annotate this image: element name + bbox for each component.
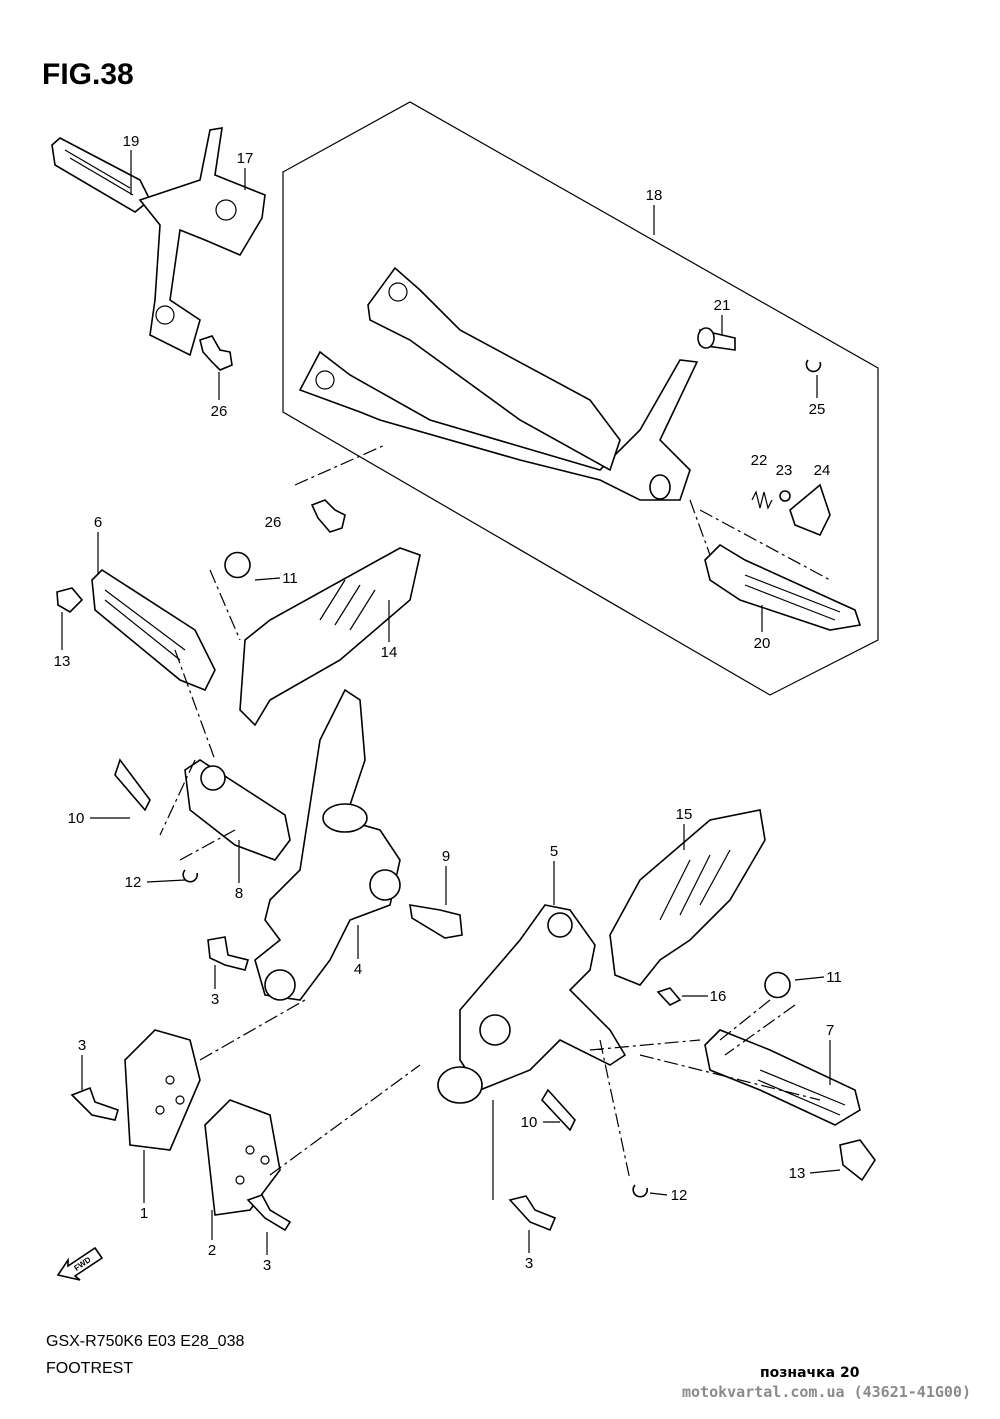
part-16-screw: [656, 987, 682, 1006]
callout-13: 13: [54, 653, 71, 670]
part-8-holder: [184, 759, 291, 861]
callout-10: 10: [521, 1114, 538, 1131]
callout-11: 11: [282, 570, 298, 587]
part-18-bracket: [298, 266, 699, 501]
part-11-spring: [764, 971, 791, 999]
part-22-spring: [751, 490, 773, 510]
callout-25: 25: [809, 401, 826, 418]
callout-22: 22: [751, 452, 768, 469]
part-4-bracket: [254, 688, 401, 1001]
leader-lines: [61, 150, 841, 1255]
callout-10: 10: [68, 810, 85, 827]
part-12-clip: [182, 869, 198, 883]
callout-8: 8: [235, 885, 243, 902]
part-24-plate: [789, 483, 831, 537]
callout-17: 17: [237, 150, 254, 167]
callout-5: 5: [550, 843, 558, 860]
part-20-footpeg: [704, 543, 862, 631]
callout-23: 23: [776, 462, 793, 479]
part-23-ball: [779, 490, 791, 502]
part-7-footpeg: [704, 1029, 861, 1126]
part-13-bolt: [56, 587, 84, 614]
assembly-frame-18: [282, 101, 879, 696]
fwd-arrow-icon: FWD: [56, 1246, 104, 1281]
model-code: GSX-R750K6 E03 E28_038: [46, 1333, 245, 1350]
part-11-spring: [224, 551, 251, 579]
part-14-heel-guard: [239, 547, 421, 727]
part-5-bracket: [437, 904, 627, 1104]
part-2-plate: [204, 1099, 281, 1216]
part-26-bolt: [310, 499, 346, 533]
callout-15: 15: [676, 806, 693, 823]
part-10-pin: [114, 758, 151, 812]
callout-14: 14: [381, 644, 398, 661]
callout-9: 9: [442, 848, 450, 865]
callout-19: 19: [123, 133, 140, 150]
callout-24: 24: [814, 462, 831, 479]
callout-11: 11: [826, 969, 842, 986]
callout-7: 7: [826, 1022, 834, 1039]
part-17-bracket: [138, 127, 266, 357]
callout-13: 13: [789, 1165, 806, 1182]
part-3-bolt: [207, 936, 250, 971]
part-13-bolt: [839, 1139, 876, 1182]
callout-3: 3: [211, 991, 219, 1008]
part-3-bolt: [508, 1195, 557, 1232]
part-25-clip: [805, 359, 822, 373]
watermark: motokvartal.com.ua (43621-41G00): [682, 1383, 971, 1401]
callout-2: 2: [208, 1242, 216, 1259]
callout-3: 3: [78, 1037, 86, 1054]
callout-3: 3: [263, 1257, 271, 1274]
callout-16: 16: [710, 988, 727, 1005]
part-12-clip: [632, 1184, 648, 1198]
callout-20: 20: [754, 635, 771, 652]
part-15-heel-guard: [609, 809, 766, 986]
callout-18: 18: [646, 187, 663, 204]
callout-21: 21: [714, 297, 731, 314]
callout-26: 26: [211, 403, 228, 420]
callout-4: 4: [354, 961, 362, 978]
callout-12: 12: [125, 874, 142, 891]
part-10-pin: [541, 1088, 576, 1132]
figure-title: FIG.38: [42, 58, 134, 91]
callout-6: 6: [94, 514, 102, 531]
part-26-bolt: [199, 335, 233, 371]
callout-26: 26: [265, 514, 282, 531]
part-6-footpeg: [91, 568, 216, 692]
tag-label: позначка 20: [760, 1365, 860, 1381]
part-21-pin: [697, 327, 736, 351]
callout-3: 3: [525, 1255, 533, 1272]
part-3-bolt: [70, 1086, 119, 1121]
part-9-bolt: [409, 904, 463, 939]
assembly-lines: [159, 444, 831, 1181]
callout-1: 1: [140, 1205, 148, 1222]
part-1-plate: [124, 1029, 201, 1151]
part-3-bolt: [246, 1194, 292, 1232]
callout-12: 12: [671, 1187, 688, 1204]
section-name: FOOTREST: [46, 1360, 134, 1377]
